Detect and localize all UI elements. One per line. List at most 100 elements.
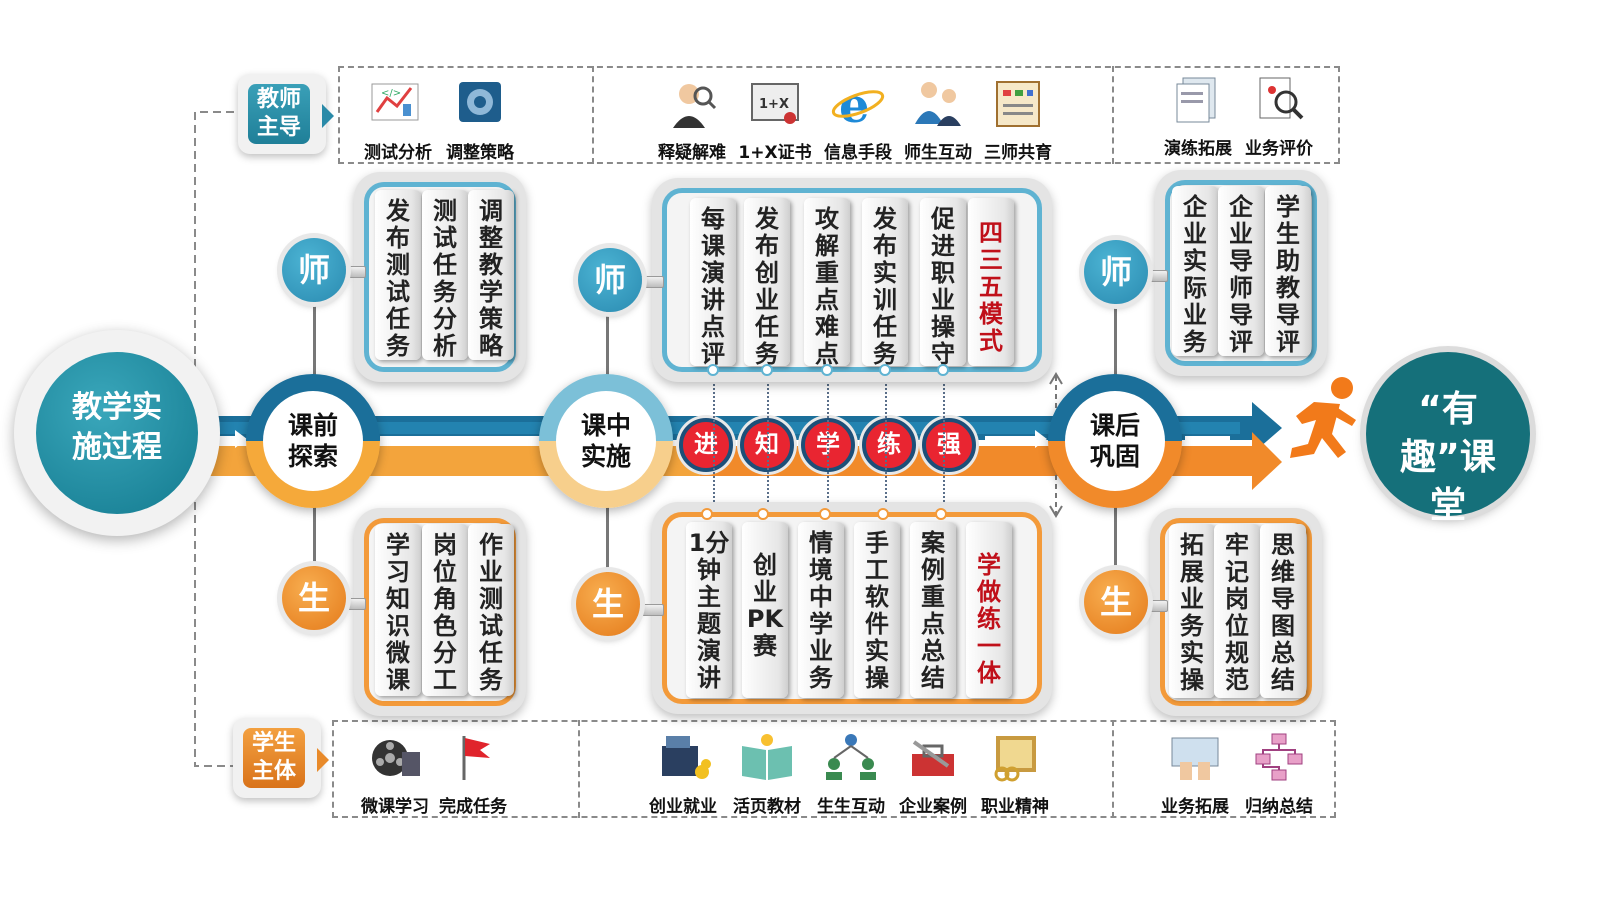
teacher-badge: 师: [282, 238, 346, 302]
task-card: 牢记岗位规范: [1214, 524, 1260, 698]
connector-dot: [819, 508, 831, 520]
tool-adjust-strategy: 调整策略: [435, 78, 525, 163]
red-flag-icon: [444, 732, 502, 782]
task-card: 作业测试任务: [468, 524, 514, 696]
dotted-connector: [767, 376, 769, 514]
step-strengthen: 强: [922, 418, 976, 472]
film-reel-icon: [366, 732, 424, 782]
strip-divider: [592, 66, 594, 164]
task-card: 创业PK赛: [742, 522, 788, 698]
dotted-connector: [827, 376, 829, 514]
teacher-badge: 师: [1084, 240, 1148, 304]
stage-label: 课前探索: [263, 391, 363, 491]
tool-label: 信息手段: [813, 138, 903, 163]
task-card: 手工软件实操: [854, 522, 900, 698]
task-card: 企业导师导评: [1218, 186, 1264, 356]
task-card: 岗位角色分工: [422, 524, 468, 696]
stage-label: 课后巩固: [1065, 391, 1165, 491]
svg-text:</>: </>: [381, 88, 401, 99]
tool-certificate: 1+X 1+X证书: [730, 78, 820, 163]
task-card: 发布创业任务: [744, 198, 790, 366]
tool-label: 生生互动: [806, 792, 896, 817]
connector-dot: [757, 508, 769, 520]
connector-dot: [877, 508, 889, 520]
task-card: 促进职业操守: [920, 198, 966, 366]
dotted-connector: [713, 376, 715, 514]
step-advance: 进: [679, 418, 733, 472]
stem-line: [1114, 300, 1117, 380]
strip-divider: [578, 720, 580, 818]
connector-dot: [707, 364, 719, 376]
teaching-model-card: 学做练一体: [966, 522, 1012, 698]
post-class-student-card: 拓展业务实操 牢记岗位规范 思维导图总结: [1150, 508, 1322, 716]
badge-connector: [636, 604, 664, 616]
student-badge: 生: [282, 566, 346, 630]
start-circle: 教学实施过程: [14, 330, 220, 536]
connector-dot: [879, 364, 891, 376]
tool-professional-spirit: 职业精神: [970, 732, 1060, 817]
student-subject-label: 学生主体: [243, 728, 305, 788]
certificate-icon: 1+X: [746, 78, 804, 128]
tool-label: 释疑解难: [647, 138, 737, 163]
tool-answer-questions: 释疑解难: [647, 78, 737, 163]
dotted-connector: [943, 376, 945, 514]
tool-business-eval: 业务评价: [1234, 74, 1324, 159]
tool-label: 完成任务: [428, 792, 518, 817]
tool-label: 职业精神: [970, 792, 1060, 817]
task-card: 学生助教导评: [1265, 186, 1311, 356]
student-badge: 生: [1084, 570, 1148, 634]
tool-label: 企业案例: [888, 792, 978, 817]
connector-dot: [701, 508, 713, 520]
stem-line: [313, 300, 316, 380]
stage-pre-class: 课前探索: [246, 374, 380, 508]
stage-label: 课中实施: [556, 391, 656, 491]
chevron-right-icon: [322, 104, 334, 128]
tool-label: 活页教材: [722, 792, 812, 817]
evaluation-icon: [1250, 74, 1308, 124]
tool-micro-lesson: 微课学习: [350, 732, 440, 817]
task-card: 调整教学策略: [468, 190, 514, 360]
internet-explorer-icon: e: [829, 78, 887, 128]
tool-enterprise-case: 企业案例: [888, 732, 978, 817]
gear-strategy-icon: [451, 78, 509, 128]
documents-icon: [1169, 74, 1227, 124]
stem-line: [606, 300, 609, 380]
tool-label: 调整策略: [435, 138, 525, 163]
in-class-teacher-card: 每课演讲点评 发布创业任务 攻解重点难点 发布实训任务 促进职业操守 四三五模式: [652, 178, 1052, 382]
tool-info-tech: e 信息手段: [813, 78, 903, 163]
cash-register-icon: [654, 732, 712, 782]
flowchart-icon: [1250, 732, 1308, 782]
svg-text:1+X: 1+X: [759, 97, 789, 112]
pre-class-student-card: 学习知识微课 岗位角色分工 作业测试任务: [354, 508, 526, 716]
task-card: 测试任务分析: [422, 190, 468, 360]
tool-business-extend: 业务拓展: [1150, 732, 1240, 817]
end-circle: “有趣”课堂: [1366, 352, 1530, 516]
tool-three-teachers: 三师共育: [973, 78, 1063, 163]
task-card: 拓展业务实操: [1169, 524, 1215, 698]
tool-peer-interaction: 生生互动: [806, 732, 896, 817]
connector-dot: [935, 508, 947, 520]
task-card: 每课演讲点评: [690, 198, 736, 366]
dotted-connector: [885, 376, 887, 514]
connector-dot: [821, 364, 833, 376]
student-subject-tag: 学生主体: [233, 718, 321, 798]
task-card: 学习知识微课: [375, 524, 421, 696]
tool-label: 测试分析: [353, 138, 443, 163]
tool-test-analysis: </> 测试分析: [353, 78, 443, 163]
keyboard-hands-icon: [1166, 732, 1224, 782]
tool-label: 微课学习: [350, 792, 440, 817]
chevron-right-icon: [317, 748, 329, 772]
tool-practice-extend: 演练拓展: [1153, 74, 1243, 159]
team-network-icon: [822, 732, 880, 782]
open-book-icon: [738, 732, 796, 782]
strip-divider: [1112, 66, 1114, 164]
svg-text:e: e: [839, 78, 870, 128]
teaching-model-card: 四三五模式: [968, 198, 1014, 366]
connector-dot: [937, 364, 949, 376]
tool-label: 演练拓展: [1153, 134, 1243, 159]
stage-in-class: 课中实施: [539, 374, 673, 508]
task-card: 案例重点总结: [910, 522, 956, 698]
step-practice: 练: [862, 418, 916, 472]
clipboard-chart-icon: [989, 78, 1047, 128]
tool-finish-task: 完成任务: [428, 732, 518, 817]
